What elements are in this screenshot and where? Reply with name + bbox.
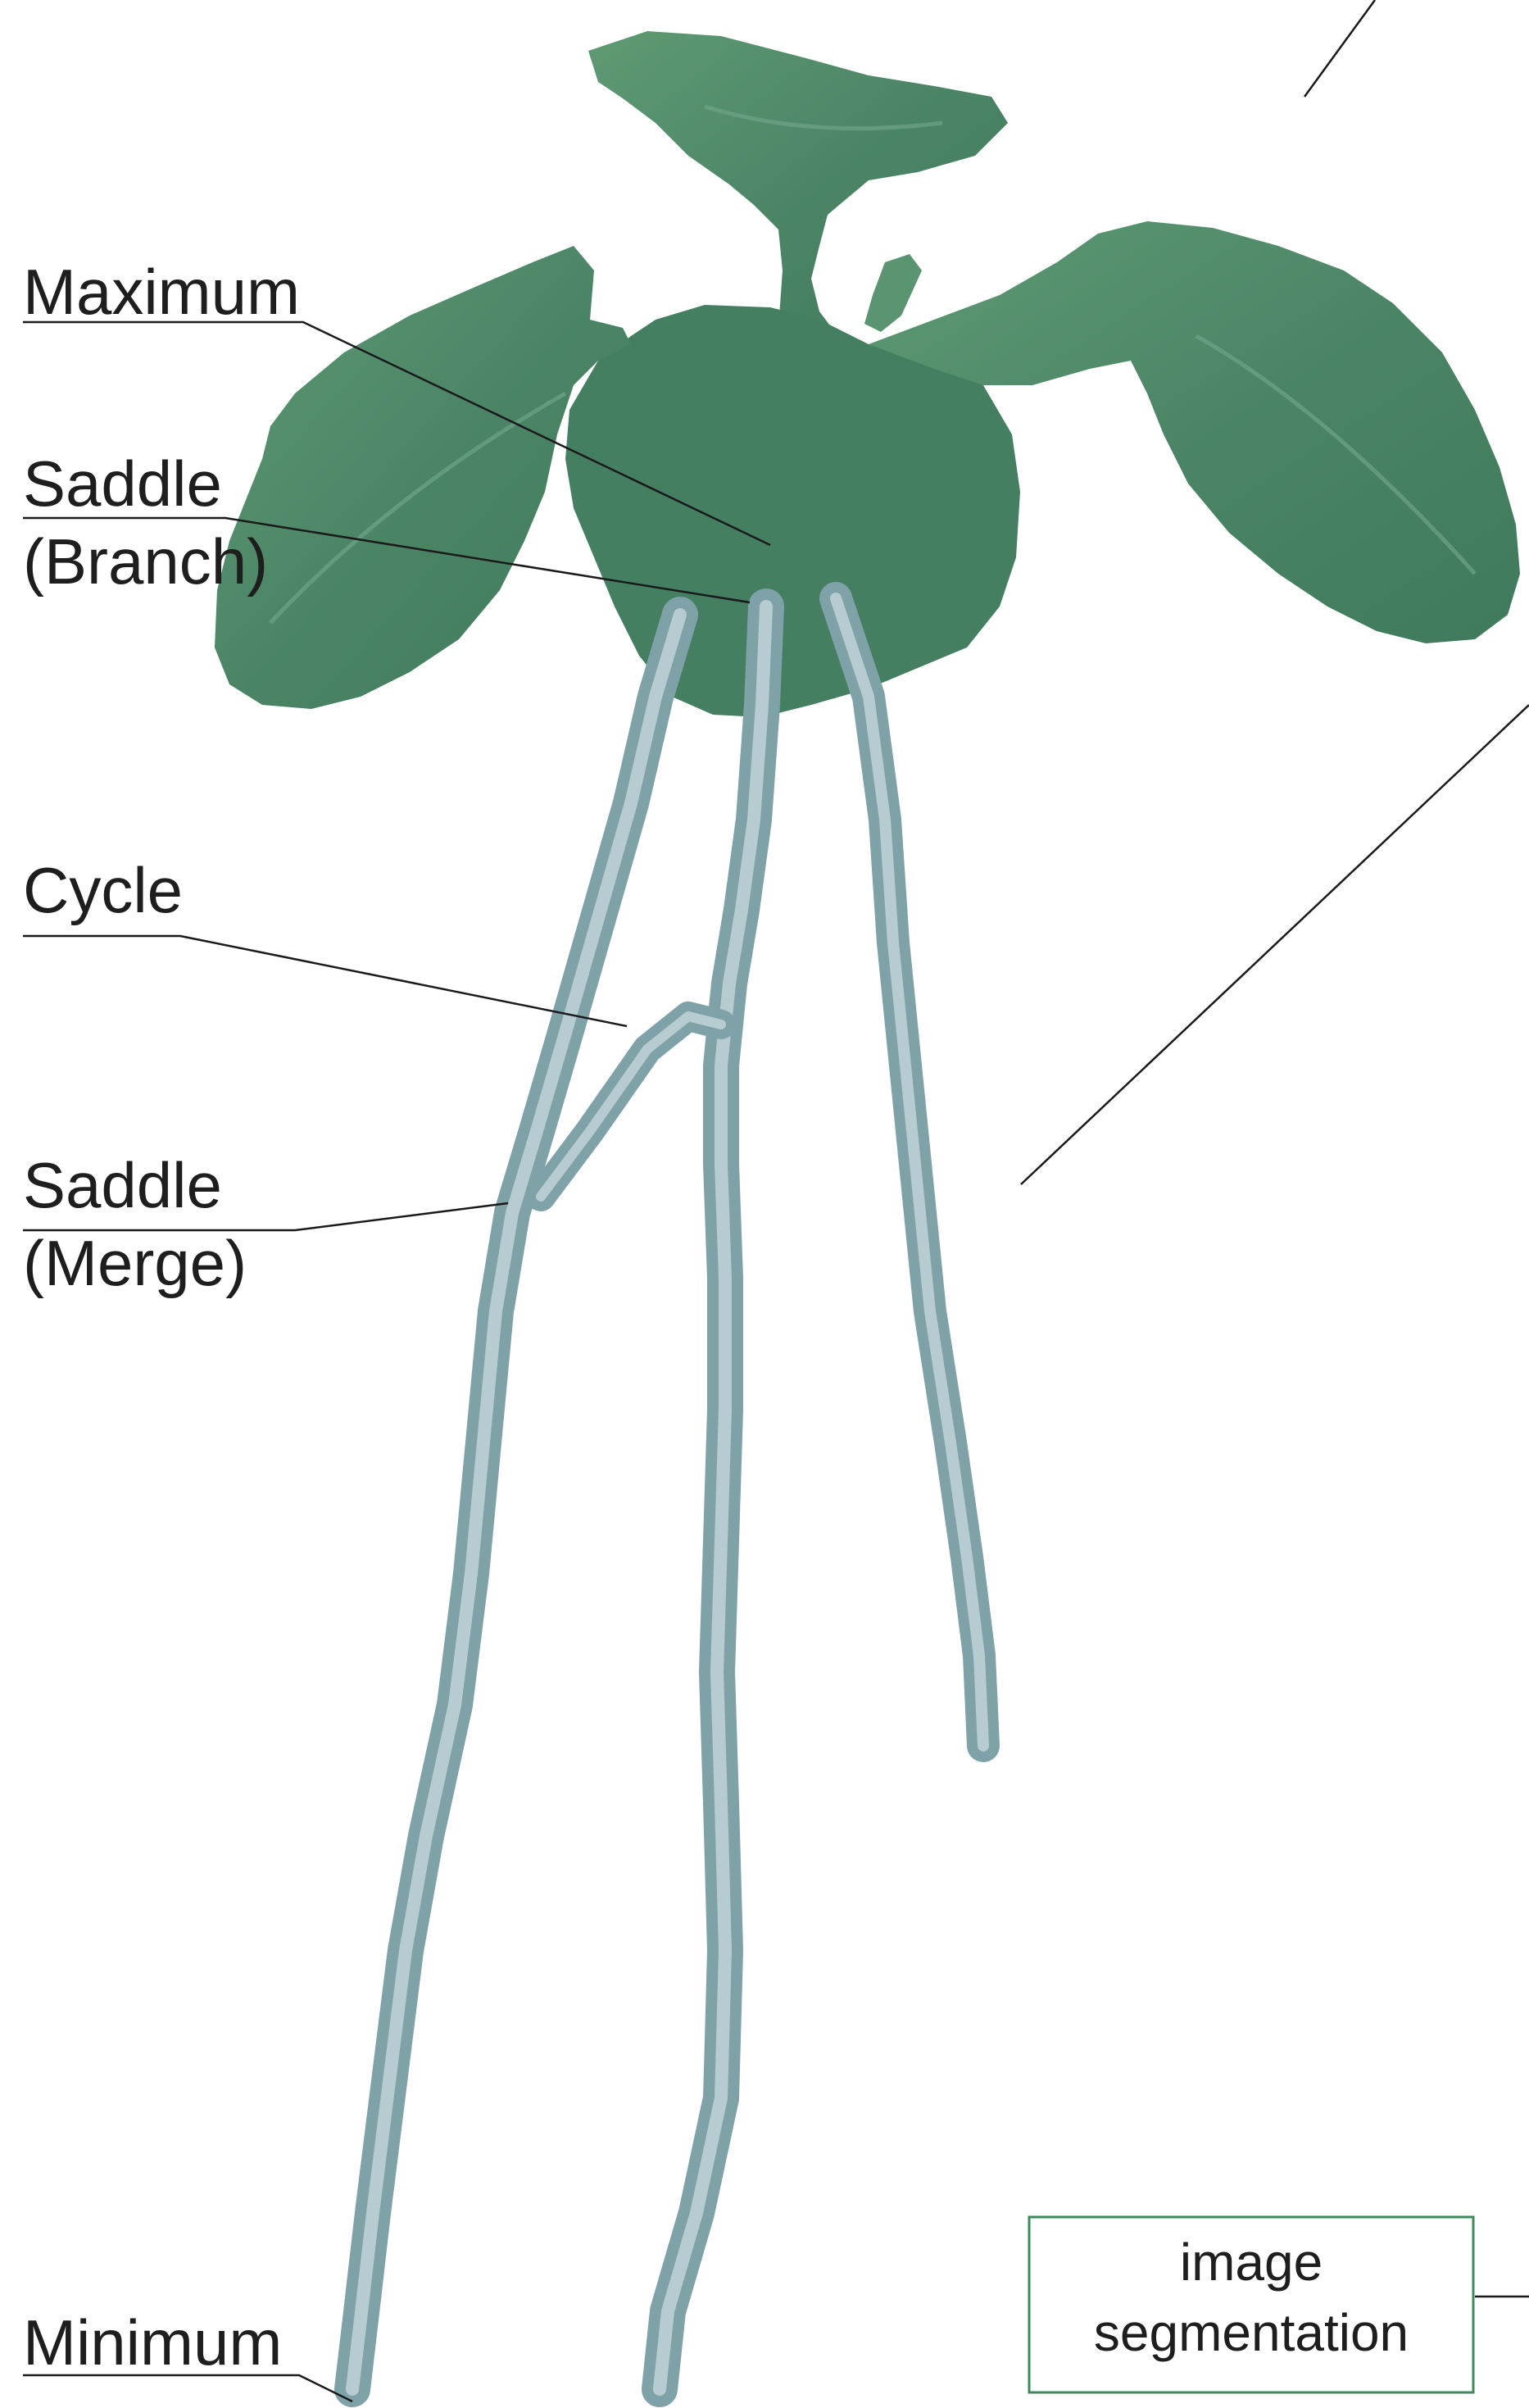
leader-top-right <box>1304 0 1375 97</box>
stub <box>864 254 922 332</box>
label-saddle-branch-line1: Saddle <box>23 448 222 520</box>
label-cycle: Cycle <box>23 854 183 926</box>
label-saddle-branch-line2: (Branch) <box>23 525 268 597</box>
leader-right <box>1021 705 1529 1184</box>
box-label-line2: segmentation <box>1094 2303 1409 2362</box>
roots <box>352 598 983 2389</box>
label-saddle-merge-line2: (Merge) <box>23 1227 247 1299</box>
label-saddle-merge-line1: Saddle <box>23 1149 222 1221</box>
leader-minimum <box>23 2375 352 2401</box>
box-label-line1: image <box>1180 2233 1323 2292</box>
right-root <box>836 598 983 1746</box>
leader-cycle <box>23 936 627 1026</box>
seedling-image <box>215 31 1520 2389</box>
image-segmentation-box: image segmentation <box>1029 2217 1473 2392</box>
left-root <box>352 615 680 2389</box>
label-maximum: Maximum <box>23 256 300 328</box>
labels: Maximum Saddle (Branch) Cycle Saddle (Me… <box>23 256 300 2378</box>
label-minimum: Minimum <box>23 2306 282 2378</box>
top-leaf <box>588 31 1008 361</box>
